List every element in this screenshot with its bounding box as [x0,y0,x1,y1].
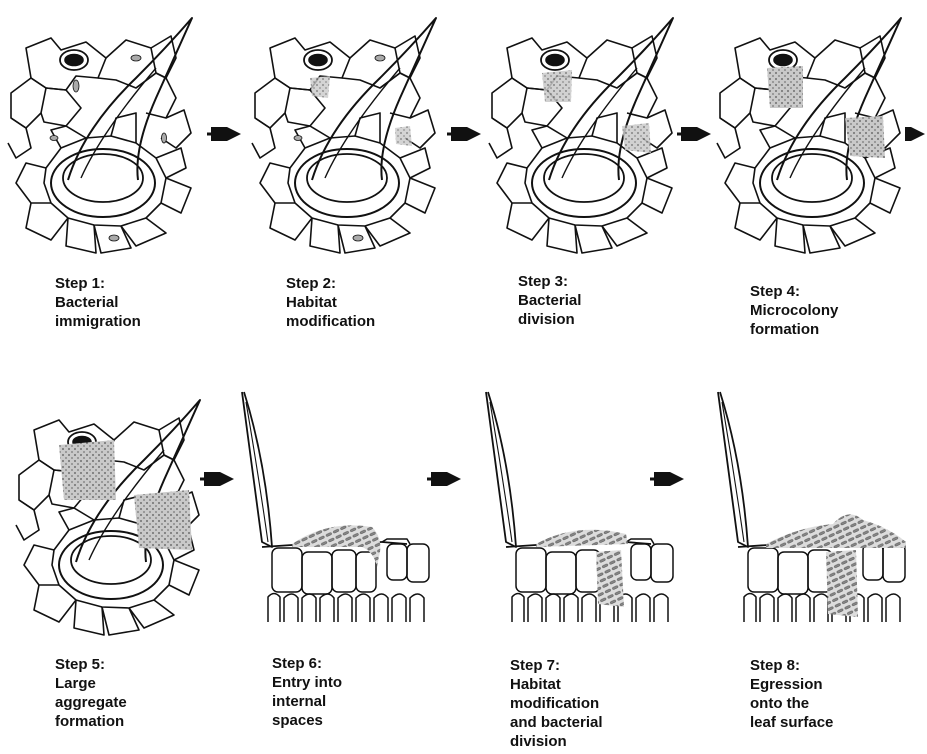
step-7-line-4: division [510,732,603,751]
step-4-line-2: formation [750,320,838,339]
step-4-label: Step 4: Microcolony formation [750,282,838,339]
step-8-label: Step 8: Egression onto the leaf surface [750,656,833,732]
step-1-illustration [6,18,201,258]
step-3-line-2: division [518,310,581,329]
step-8-line-3: leaf surface [750,713,833,732]
step-6-title: Step 6: [272,654,342,673]
step-7-line-1: Habitat [510,675,603,694]
step-4-title: Step 4: [750,282,838,301]
step-6-label: Step 6: Entry into internal spaces [272,654,342,730]
step-4-illustration [715,18,910,258]
step-8-illustration [708,392,913,632]
step-2-line-2: modification [286,312,375,331]
arrow-2-to-3 [445,127,485,146]
step-7-label: Step 7: Habitat modification and bacteri… [510,656,603,751]
step-7-line-2: modification [510,694,603,713]
step-5-line-1: Large [55,674,127,693]
step-7-line-3: and bacterial [510,713,603,732]
arrow-3-to-4 [675,127,715,146]
step-2-label: Step 2: Habitat modification [286,274,375,331]
arrow-6-to-7 [425,472,465,491]
step-2-illustration [250,18,445,258]
step-8-line-1: Egression [750,675,833,694]
step-5-title: Step 5: [55,655,127,674]
step-6-line-2: internal [272,692,342,711]
step-5-illustration [14,400,209,640]
step-3-illustration [487,18,682,258]
step-4-line-1: Microcolony [750,301,838,320]
step-8-title: Step 8: [750,656,833,675]
step-5-line-3: formation [55,712,127,731]
arrow-7-to-8 [648,472,688,491]
step-2-title: Step 2: [286,274,375,293]
step-5-label: Step 5: Large aggregate formation [55,655,127,731]
step-7-title: Step 7: [510,656,603,675]
step-1-line-1: Bacterial [55,293,141,312]
step-6-line-3: spaces [272,711,342,730]
step-6-line-1: Entry into [272,673,342,692]
step-5-line-2: aggregate [55,693,127,712]
step-1-label: Step 1: Bacterial immigration [55,274,141,331]
step-1-title: Step 1: [55,274,141,293]
step-3-line-1: Bacterial [518,291,581,310]
step-8-line-2: onto the [750,694,833,713]
step-7-illustration [476,392,676,632]
step-3-label: Step 3: Bacterial division [518,272,581,329]
arrow-4-to-5 [905,127,927,146]
step-3-title: Step 3: [518,272,581,291]
step-1-line-2: immigration [55,312,141,331]
step-6-illustration [232,392,432,632]
step-2-line-1: Habitat [286,293,375,312]
arrow-1-to-2 [205,127,245,146]
